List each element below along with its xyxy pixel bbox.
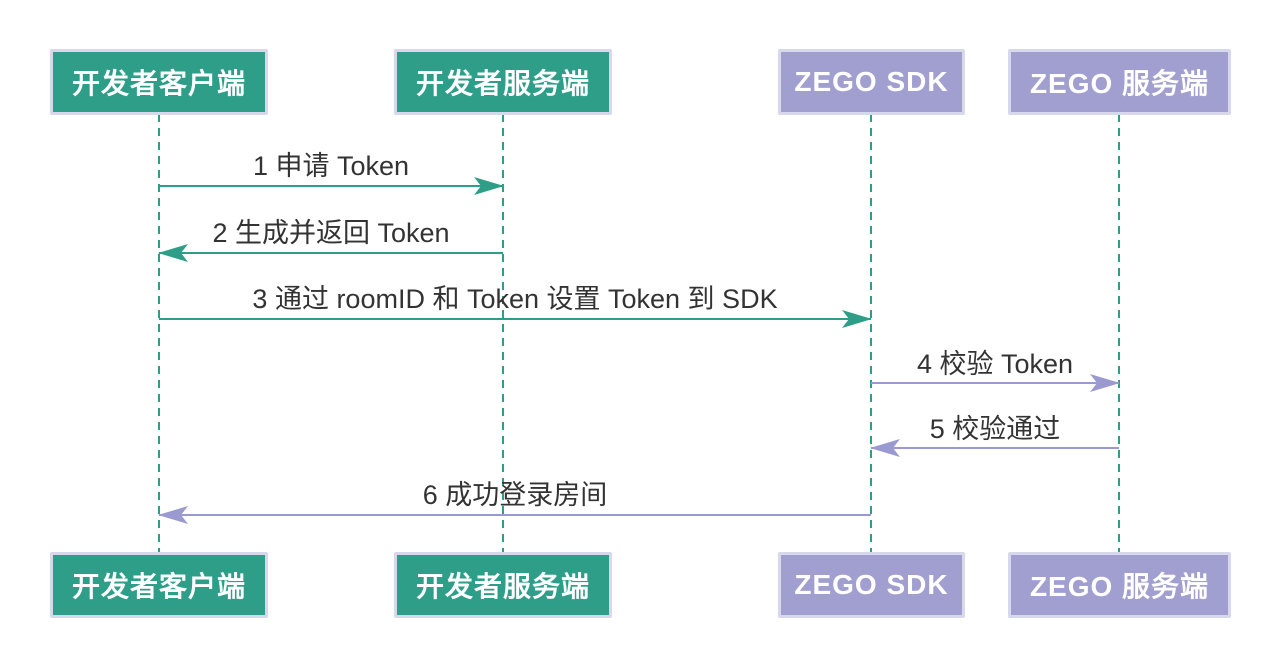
actor-label: 开发者服务端 [415,68,590,99]
message-label-4: 4 校验 Token [916,349,1074,379]
actor-label: ZEGO SDK [794,569,949,600]
actor-label: ZEGO SDK [794,66,949,97]
actor-top-zego-server: ZEGO 服务端 [1008,49,1231,115]
actor-top-client: 开发者客户端 [50,49,268,115]
message-label-1: 1 申请 Token [252,151,410,181]
message-label-2: 2 生成并返回 Token [212,218,450,248]
message-label-5: 5 校验通过 [929,414,1061,444]
message-label-6: 6 成功登录房间 [422,480,608,510]
actor-label: ZEGO 服务端 [1029,571,1210,602]
actor-bottom-server: 开发者服务端 [394,552,612,618]
actor-bottom-client: 开发者客户端 [50,552,268,618]
actor-label: 开发者客户端 [71,571,246,602]
actor-label: 开发者服务端 [415,571,590,602]
actor-label: 开发者客户端 [71,68,246,99]
actor-bottom-zego-sdk: ZEGO SDK [778,552,965,618]
actor-top-zego-sdk: ZEGO SDK [778,49,965,115]
actor-label: ZEGO 服务端 [1029,68,1210,99]
message-label-3: 3 通过 roomID 和 Token 设置 Token 到 SDK [252,284,778,314]
actor-top-server: 开发者服务端 [394,49,612,115]
actor-bottom-zego-server: ZEGO 服务端 [1008,552,1231,618]
